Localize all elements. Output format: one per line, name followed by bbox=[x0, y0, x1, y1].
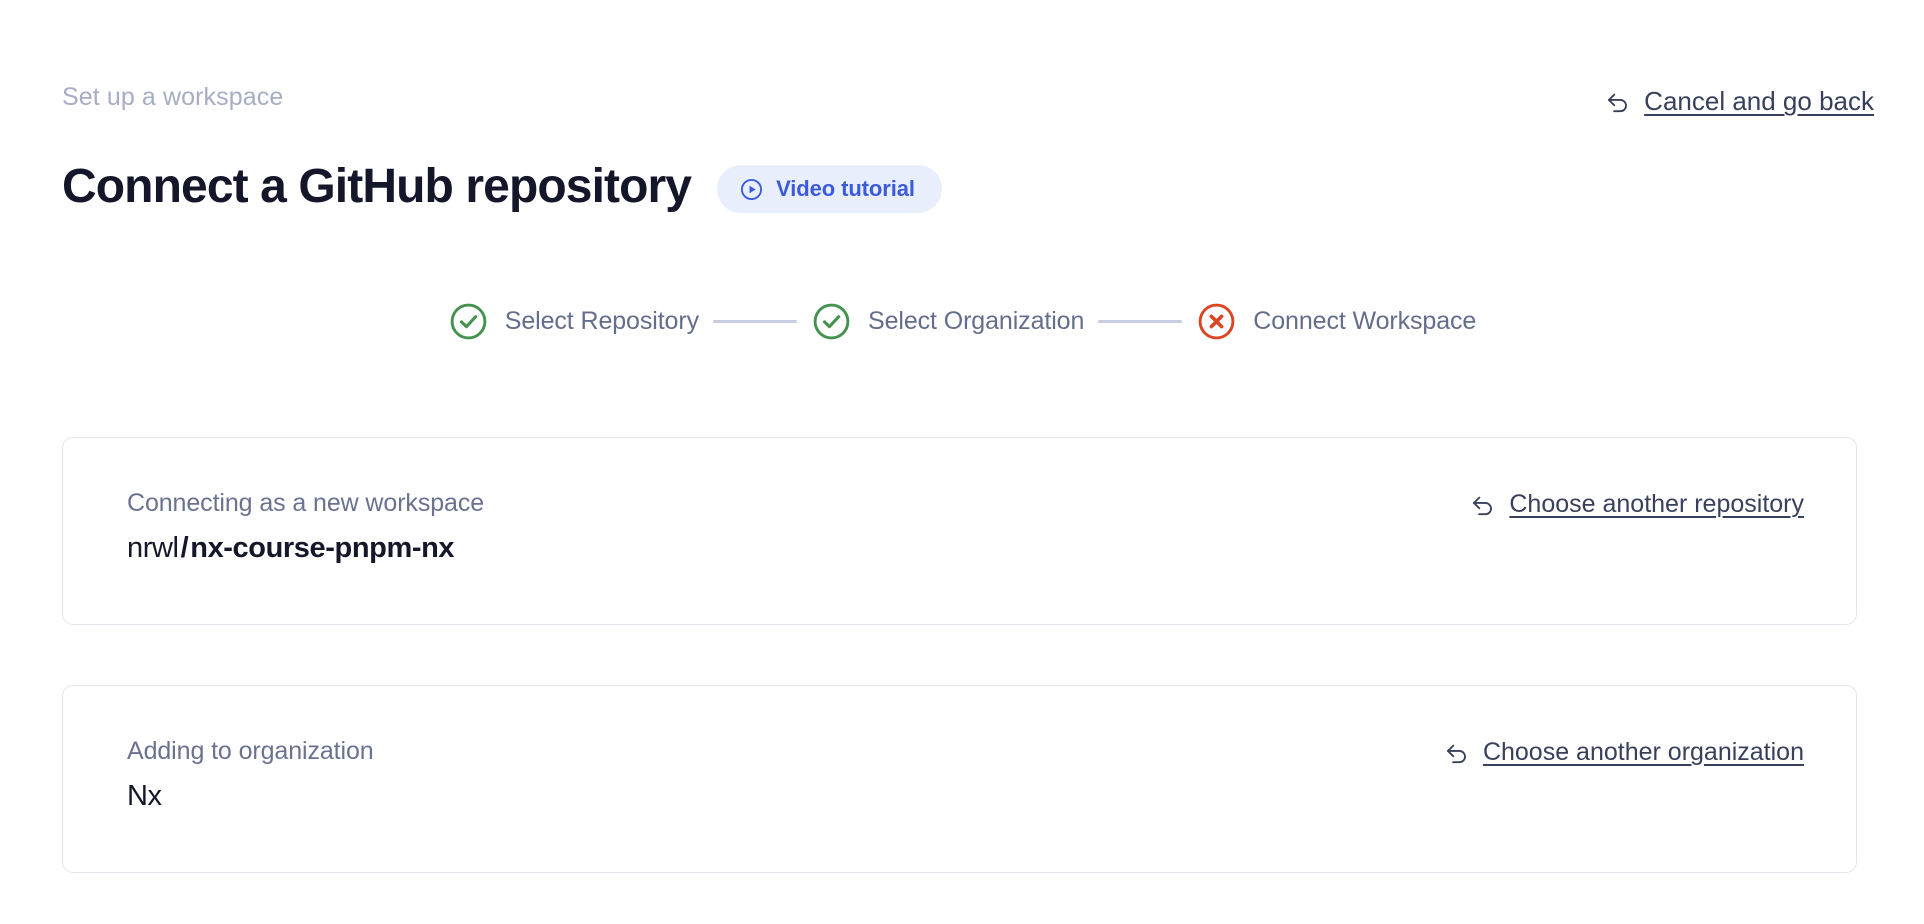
check-circle-icon bbox=[811, 301, 852, 342]
breadcrumb-eyebrow: Set up a workspace bbox=[62, 83, 284, 111]
organization-card-caption: Adding to organization bbox=[127, 737, 374, 765]
repository-separator: / bbox=[180, 532, 189, 564]
step-connector bbox=[713, 320, 797, 323]
repository-card-content: Connecting as a new workspace nrwl/nx-co… bbox=[127, 488, 1804, 565]
video-tutorial-label: Video tutorial bbox=[776, 176, 915, 202]
step-label: Select Organization bbox=[868, 307, 1085, 335]
repository-name: nx-course-pnpm-nx bbox=[190, 532, 455, 564]
step-label: Connect Workspace bbox=[1253, 307, 1477, 335]
page-header: Set up a workspace Connect a GitHub repo… bbox=[62, 82, 1874, 248]
x-circle-icon bbox=[1196, 301, 1237, 342]
repository-card-value: nrwl/nx-course-pnpm-nx bbox=[127, 531, 484, 565]
repository-card-text: Connecting as a new workspace nrwl/nx-co… bbox=[127, 488, 484, 565]
undo-arrow-icon bbox=[1444, 740, 1470, 766]
repository-card: Connecting as a new workspace nrwl/nx-co… bbox=[62, 437, 1857, 625]
play-circle-icon bbox=[739, 177, 764, 202]
undo-arrow-icon bbox=[1470, 492, 1496, 518]
cancel-and-go-back-link[interactable]: Cancel and go back bbox=[1605, 86, 1874, 117]
choose-another-organization-link[interactable]: Choose another organization bbox=[1444, 738, 1804, 767]
organization-card-value: Nx bbox=[127, 779, 374, 813]
organization-card: Adding to organization Nx Choose another… bbox=[62, 685, 1857, 873]
repository-card-caption: Connecting as a new workspace bbox=[127, 489, 485, 517]
page-title: Connect a GitHub repository bbox=[62, 160, 692, 214]
step-label: Select Repository bbox=[504, 307, 699, 335]
video-tutorial-button[interactable]: Video tutorial bbox=[717, 165, 942, 214]
organization-card-content: Adding to organization Nx Choose another… bbox=[127, 736, 1804, 813]
choose-another-organization-label: Choose another organization bbox=[1482, 738, 1804, 766]
cancel-and-go-back-label: Cancel and go back bbox=[1644, 86, 1874, 116]
check-circle-icon bbox=[448, 301, 489, 342]
title-row: Connect a GitHub repository Video tutori… bbox=[62, 126, 1874, 248]
step-select-repository[interactable]: Select Repository bbox=[448, 301, 699, 342]
step-connector bbox=[1098, 320, 1183, 323]
repository-owner: nrwl bbox=[127, 532, 179, 564]
organization-name: Nx bbox=[127, 780, 162, 812]
choose-another-repository-label: Choose another repository bbox=[1509, 490, 1804, 518]
organization-card-text: Adding to organization Nx bbox=[127, 736, 374, 813]
progress-stepper: Select Repository Select Organization Co… bbox=[0, 301, 1924, 342]
choose-another-repository-link[interactable]: Choose another repository bbox=[1470, 490, 1804, 519]
step-connect-workspace[interactable]: Connect Workspace bbox=[1196, 301, 1476, 342]
undo-arrow-icon bbox=[1605, 89, 1631, 115]
step-select-organization[interactable]: Select Organization bbox=[811, 301, 1084, 342]
